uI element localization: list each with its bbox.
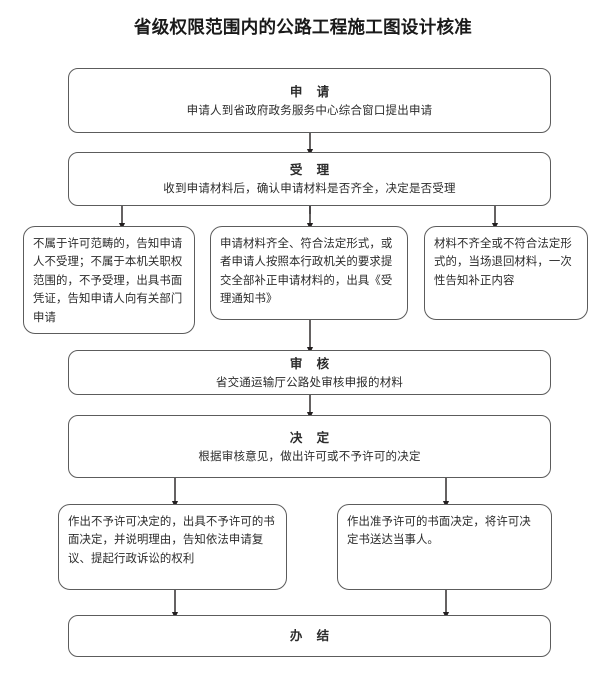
node-review-desc: 省交通运输厅公路处审核申报的材料 — [215, 374, 404, 389]
node-apply-heading: 申 请 — [289, 83, 335, 99]
node-decision-deny-desc: 作出不予许可决定的，出具不予许可的书面决定，并说明理由，告知依法申请复议、提起行… — [68, 514, 275, 565]
node-decision-grant-desc: 作出准予许可的书面决定，将许可决定书送达当事人。 — [347, 514, 531, 547]
node-branch-materials-complete-desc: 申请材料齐全、符合法定形式，或者申请人按照本行政机关的要求提交全部补正申请材料的… — [220, 236, 393, 306]
node-review-heading: 审 核 — [289, 355, 335, 371]
page-title: 省级权限范围内的公路工程施工图设计核准 — [133, 18, 473, 38]
node-decision-desc: 根据审核意见，做出许可或不予许可的决定 — [198, 448, 421, 463]
node-accept-desc: 收到申请材料后，确认申请材料是否齐全，决定是否受理 — [163, 181, 456, 196]
node-apply-desc: 申请人到省政府政务服务中心综合窗口提出申请 — [186, 102, 433, 117]
node-review[interactable]: 审 核 省交通运输厅公路处审核申报的材料 — [68, 350, 551, 395]
node-branch-materials-complete[interactable]: 申请材料齐全、符合法定形式，或者申请人按照本行政机关的要求提交全部补正申请材料的… — [210, 226, 408, 320]
node-accept[interactable]: 受 理 收到申请材料后，确认申请材料是否齐全，决定是否受理 — [68, 152, 551, 206]
node-branch-not-in-scope[interactable]: 不属于许可范畴的，告知申请人不受理；不属于本机关职权范围的，不予受理，出具书面凭… — [23, 226, 195, 334]
node-apply[interactable]: 申 请 申请人到省政府政务服务中心综合窗口提出申请 — [68, 68, 551, 133]
node-accept-heading: 受 理 — [289, 162, 335, 178]
node-finish-heading: 办 结 — [289, 627, 335, 643]
node-branch-materials-incomplete-desc: 材料不齐全或不符合法定形式的，当场退回材料，一次性告知补正内容 — [434, 236, 572, 287]
node-branch-materials-incomplete[interactable]: 材料不齐全或不符合法定形式的，当场退回材料，一次性告知补正内容 — [424, 226, 588, 320]
node-decision-heading: 决 定 — [289, 429, 335, 445]
node-decision-deny[interactable]: 作出不予许可决定的，出具不予许可的书面决定，并说明理由，告知依法申请复议、提起行… — [58, 504, 287, 590]
node-decision[interactable]: 决 定 根据审核意见，做出许可或不予许可的决定 — [68, 415, 551, 478]
node-finish[interactable]: 办 结 — [68, 615, 551, 657]
node-branch-not-in-scope-desc: 不属于许可范畴的，告知申请人不受理；不属于本机关职权范围的，不予受理，出具书面凭… — [33, 236, 183, 324]
node-decision-grant[interactable]: 作出准予许可的书面决定，将许可决定书送达当事人。 — [337, 504, 552, 590]
